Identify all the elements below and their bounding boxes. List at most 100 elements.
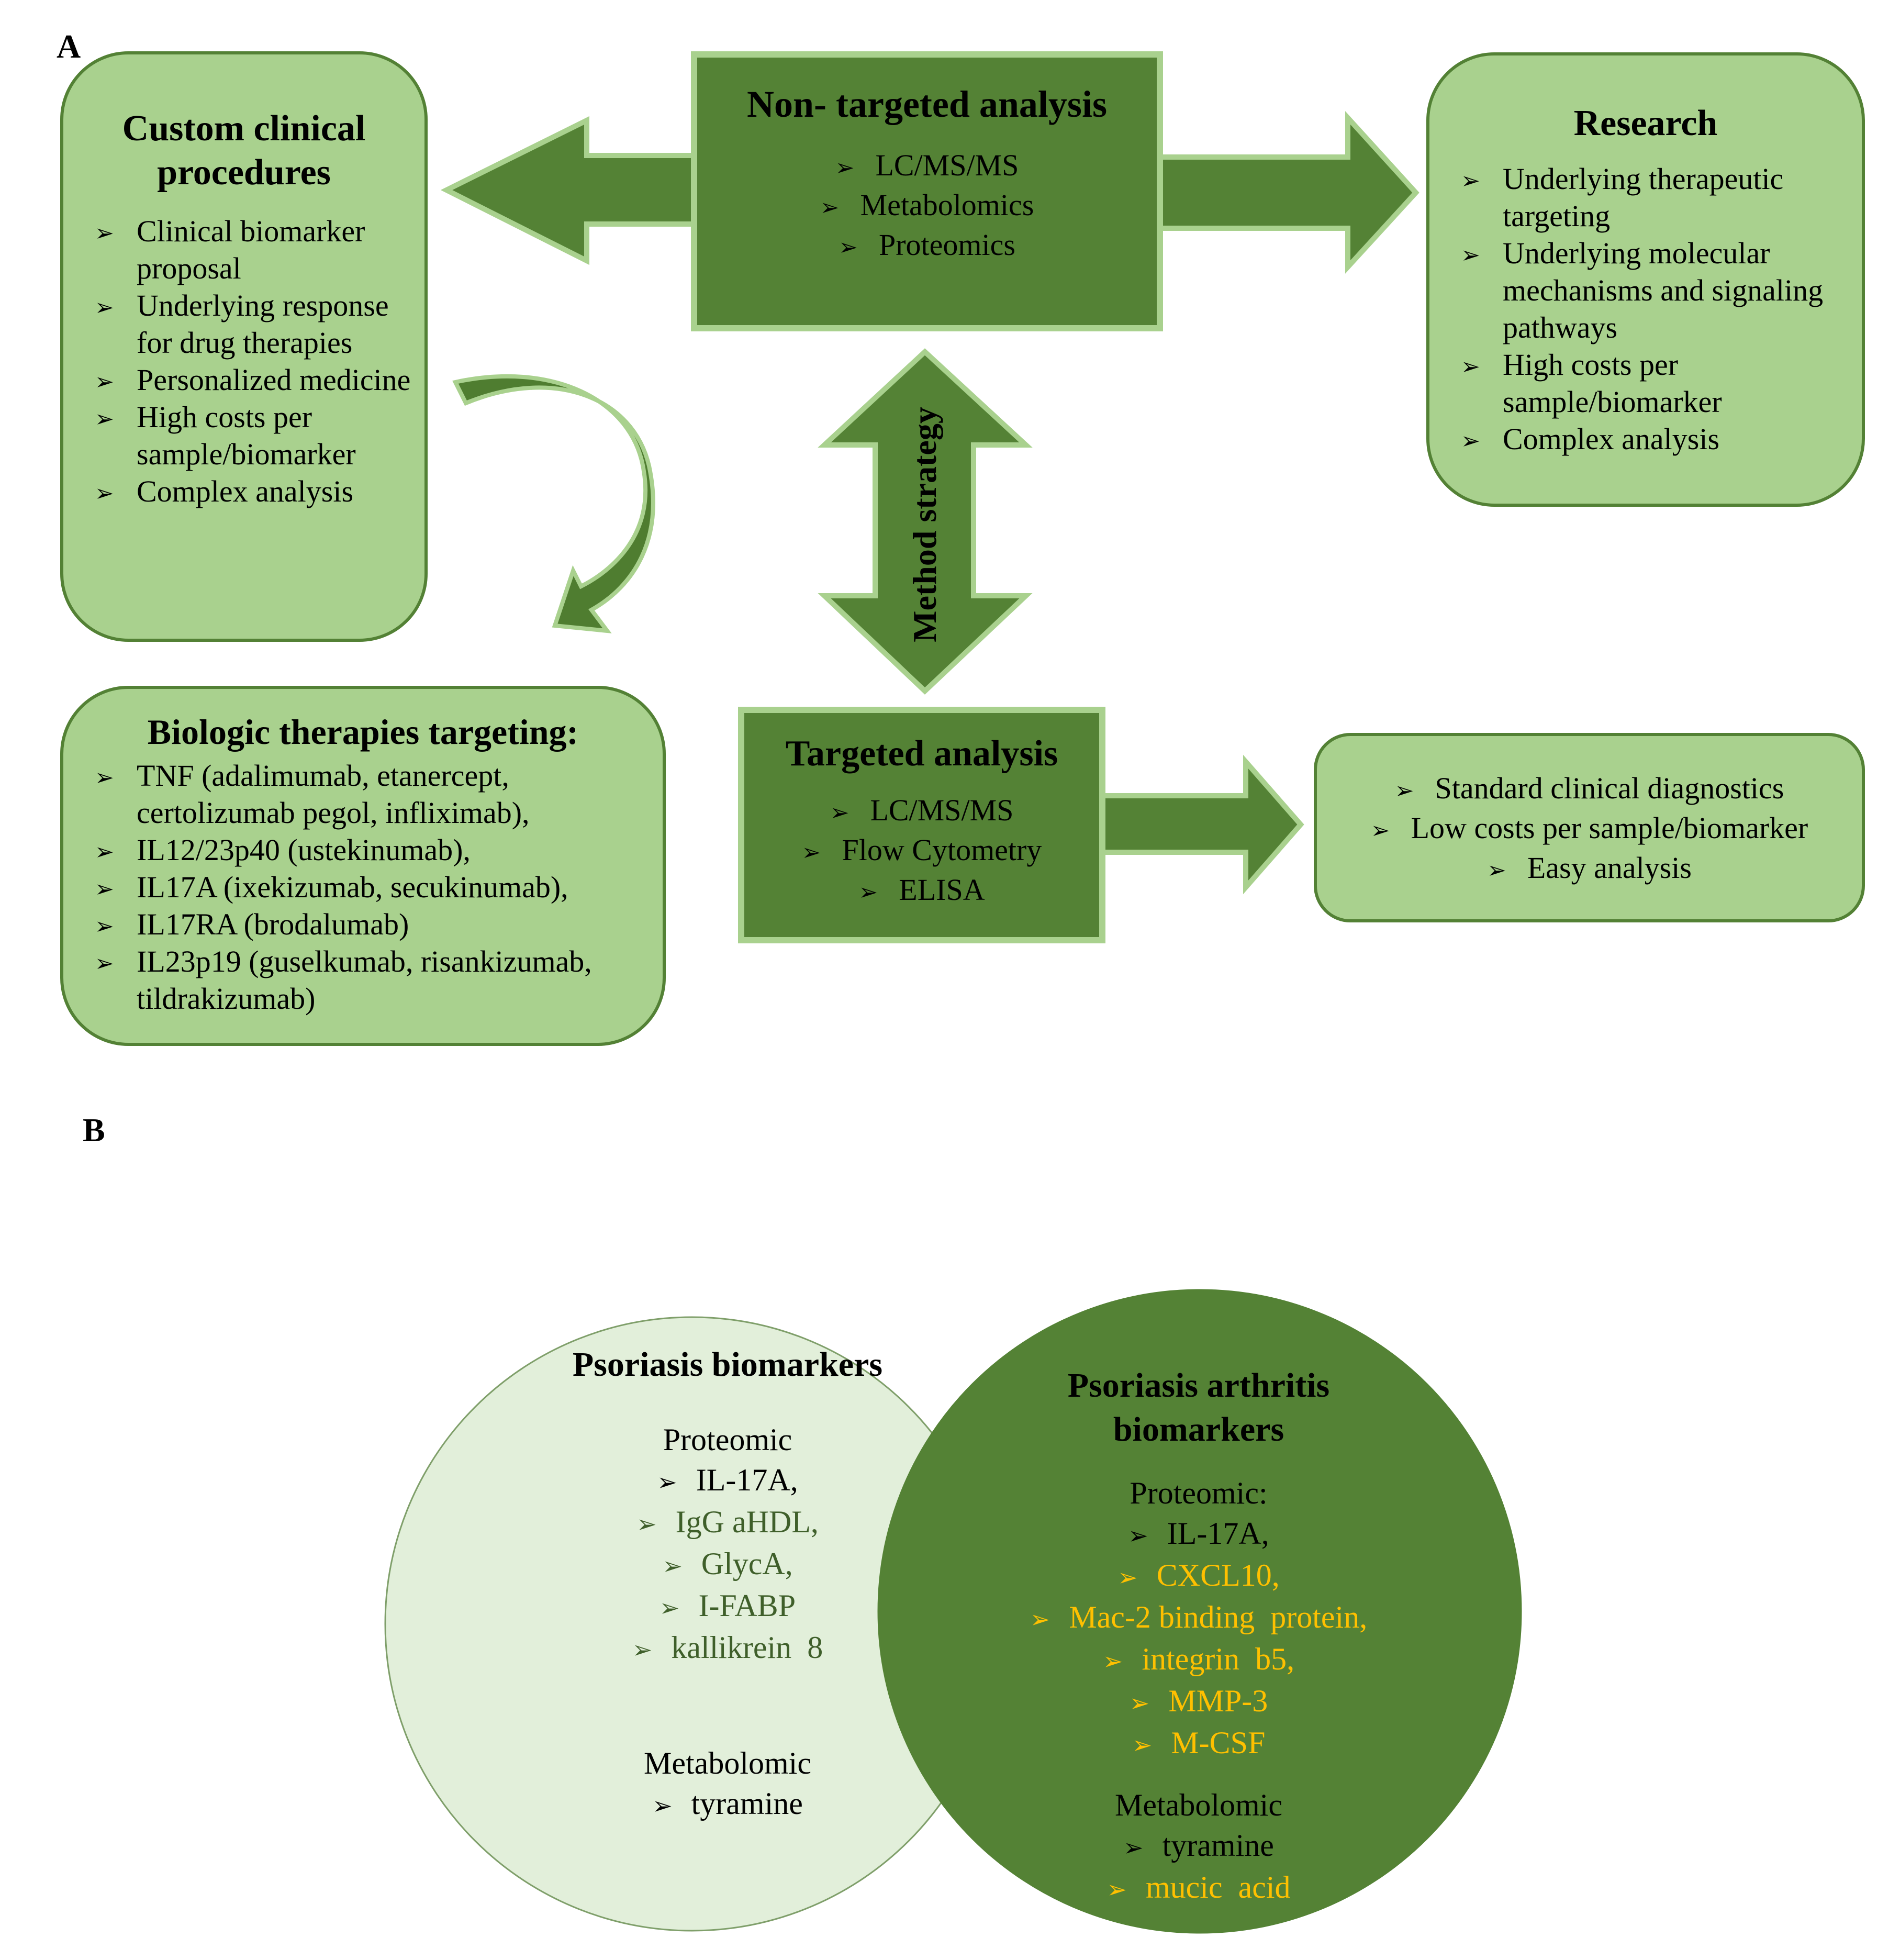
arrow-left [440, 116, 699, 265]
list-item: ➢Complex analysis [1429, 420, 1857, 458]
arrowhead-bullet-icon: ➢ [95, 480, 114, 507]
non-targeted-box: Non- targeted analysis ➢LC/MS/MS ➢Metabo… [691, 51, 1163, 331]
arrowhead-bullet-icon: ➢ [820, 194, 840, 221]
custom-clinical-title: Custom clinical procedures [122, 108, 366, 193]
list-item: ➢Personalized medicine [63, 361, 414, 398]
arrowhead-bullet-icon: ➢ [1487, 857, 1506, 884]
arrowhead-bullet-icon: ➢ [1117, 1563, 1138, 1591]
list-item: ➢Clinical biomarker proposal [95, 214, 365, 285]
arrowhead-bullet-icon: ➢ [801, 839, 821, 866]
arrowhead-bullet-icon: ➢ [1461, 242, 1480, 269]
list-item: ➢GlycA, [492, 1544, 963, 1586]
arrowhead-bullet-icon: ➢ [1030, 1605, 1050, 1633]
panel-label-b: B [83, 1111, 105, 1149]
list-item: ➢Easy analysis [1317, 849, 1862, 889]
arrowhead-bullet-icon: ➢ [1461, 168, 1480, 194]
list-item: ➢Complex analysis [63, 473, 414, 510]
arrowhead-bullet-icon: ➢ [652, 1791, 673, 1820]
psa-title-line2: biomarkers [1113, 1410, 1284, 1449]
arrowhead-bullet-icon: ➢ [95, 950, 114, 977]
arrowhead-bullet-icon: ➢ [95, 369, 114, 395]
psa-title-line1: Psoriasis arthritis [1067, 1366, 1330, 1405]
arrowhead-bullet-icon: ➢ [1394, 777, 1414, 804]
list-item: ➢mucic acid [963, 1867, 1434, 1909]
arrowhead-bullet-icon: ➢ [1461, 428, 1480, 454]
panel-label-a: A [57, 28, 81, 65]
biologic-therapies-box: Biologic therapies targeting: ➢TNF (adal… [60, 686, 666, 1046]
list-item: ➢IL17A (ixekizumab, secukinumab), [63, 868, 652, 906]
arrowhead-bullet-icon: ➢ [1102, 1647, 1123, 1675]
psoriasis-proteomic-label: Proteomic [663, 1422, 792, 1457]
list-item: ➢MMP-3 [963, 1681, 1434, 1723]
arrowhead-bullet-icon: ➢ [1132, 1731, 1153, 1759]
list-item: ➢High costs per sample/biomarker [95, 400, 356, 471]
non-targeted-title: Non- targeted analysis [747, 83, 1107, 125]
arrowhead-bullet-icon: ➢ [1106, 1875, 1127, 1903]
arrowhead-bullet-icon: ➢ [659, 1594, 680, 1622]
method-strategy-wrapper: Method strategy [768, 407, 1082, 642]
arrowhead-bullet-icon: ➢ [662, 1552, 683, 1580]
arrowhead-bullet-icon: ➢ [95, 294, 114, 321]
standard-diagnostics-box: ➢Standard clinical diagnostics ➢Low cost… [1314, 733, 1865, 922]
list-item: ➢Mac-2 binding protein, [963, 1597, 1434, 1639]
list-item: ➢IL23p19 (guselkumab, risankizumab, tild… [95, 944, 592, 1016]
arrowhead-bullet-icon: ➢ [636, 1510, 657, 1538]
psoriasis-biomarkers: Psoriasis biomarkers Proteomic ➢IL-17A, … [492, 1343, 963, 1825]
targeted-title: Targeted analysis [785, 733, 1058, 774]
arrow-method-strategy [818, 348, 1033, 695]
list-item: ➢Low costs per sample/biomarker [1317, 809, 1862, 849]
arrowhead-bullet-icon: ➢ [657, 1468, 677, 1496]
arrow-right [1154, 111, 1419, 274]
research-list: ➢Underlying therapeutic targeting ➢Under… [1429, 160, 1862, 458]
list-item: ➢LC/MS/MS [697, 147, 1157, 186]
arrowhead-bullet-icon: ➢ [632, 1635, 653, 1664]
list-item: ➢LC/MS/MS [744, 792, 1099, 831]
standard-diagnostics-list: ➢Standard clinical diagnostics ➢Low cost… [1317, 770, 1862, 889]
list-item: ➢Underlying molecular mechanisms and sig… [1461, 236, 1824, 344]
curved-arrow [452, 374, 655, 633]
list-item: ➢I-FABP [492, 1586, 963, 1628]
arrowhead-bullet-icon: ➢ [1128, 1521, 1148, 1550]
list-item: ➢CXCL10, [963, 1555, 1434, 1597]
arrowhead-bullet-icon: ➢ [95, 406, 114, 432]
biologic-therapies-title: Biologic therapies targeting: [147, 712, 579, 752]
list-item: ➢integrin b5, [963, 1639, 1434, 1681]
list-item: ➢IL-17A, [963, 1513, 1434, 1555]
list-item: ➢TNF (adalimumab, etanercept, certolizum… [95, 758, 530, 830]
list-item: ➢IL12/23p40 (ustekinumab), [63, 831, 652, 868]
targeted-list: ➢LC/MS/MS ➢Flow Cytometry ➢ELISA [744, 792, 1099, 911]
psa-biomarkers: Psoriasis arthritis biomarkers Proteomic… [963, 1364, 1434, 1909]
arrowhead-bullet-icon: ➢ [858, 879, 878, 906]
method-strategy-label: Method strategy [906, 407, 943, 642]
research-box: Research ➢Underlying therapeutic targeti… [1426, 52, 1865, 507]
psoriasis-metabolomic-label: Metabolomic [644, 1746, 811, 1780]
list-item: ➢tyramine [492, 1784, 963, 1825]
arrowhead-bullet-icon: ➢ [835, 154, 855, 182]
list-item: ➢IL-17A, [492, 1460, 963, 1502]
arrowhead-bullet-icon: ➢ [95, 764, 114, 791]
arrowhead-bullet-icon: ➢ [95, 838, 114, 865]
list-item: ➢Standard clinical diagnostics [1317, 770, 1862, 809]
non-targeted-list: ➢LC/MS/MS ➢Metabolomics ➢Proteomics [697, 147, 1157, 266]
arrowhead-bullet-icon: ➢ [1370, 817, 1390, 844]
arrowhead-bullet-icon: ➢ [830, 799, 850, 826]
psa-proteomic-label: Proteomic: [1130, 1476, 1268, 1510]
list-item: ➢tyramine [963, 1825, 1434, 1867]
list-item: ➢Metabolomics [697, 186, 1157, 226]
list-item: ➢IL17RA (brodalumab) [63, 906, 652, 943]
list-item: ➢Underlying therapeutic targeting [1461, 162, 1784, 233]
psa-metabolomic-label: Metabolomic [1115, 1788, 1282, 1822]
arrowhead-bullet-icon: ➢ [839, 234, 858, 261]
list-item: ➢IgG aHDL, [492, 1502, 963, 1544]
arrowhead-bullet-icon: ➢ [1129, 1689, 1150, 1717]
list-item: ➢M-CSF [963, 1723, 1434, 1765]
arrowhead-bullet-icon: ➢ [1461, 353, 1480, 380]
targeted-box: Targeted analysis ➢LC/MS/MS ➢Flow Cytome… [738, 707, 1105, 943]
arrowhead-bullet-icon: ➢ [1123, 1833, 1144, 1862]
list-item: ➢kallikrein 8 [492, 1628, 963, 1669]
arrowhead-bullet-icon: ➢ [95, 875, 114, 903]
venn-circle-psa [877, 1289, 1522, 1934]
list-item: ➢Underlying response for drug therapies [95, 288, 389, 360]
arrowhead-bullet-icon: ➢ [95, 912, 114, 940]
research-title: Research [1573, 103, 1718, 143]
